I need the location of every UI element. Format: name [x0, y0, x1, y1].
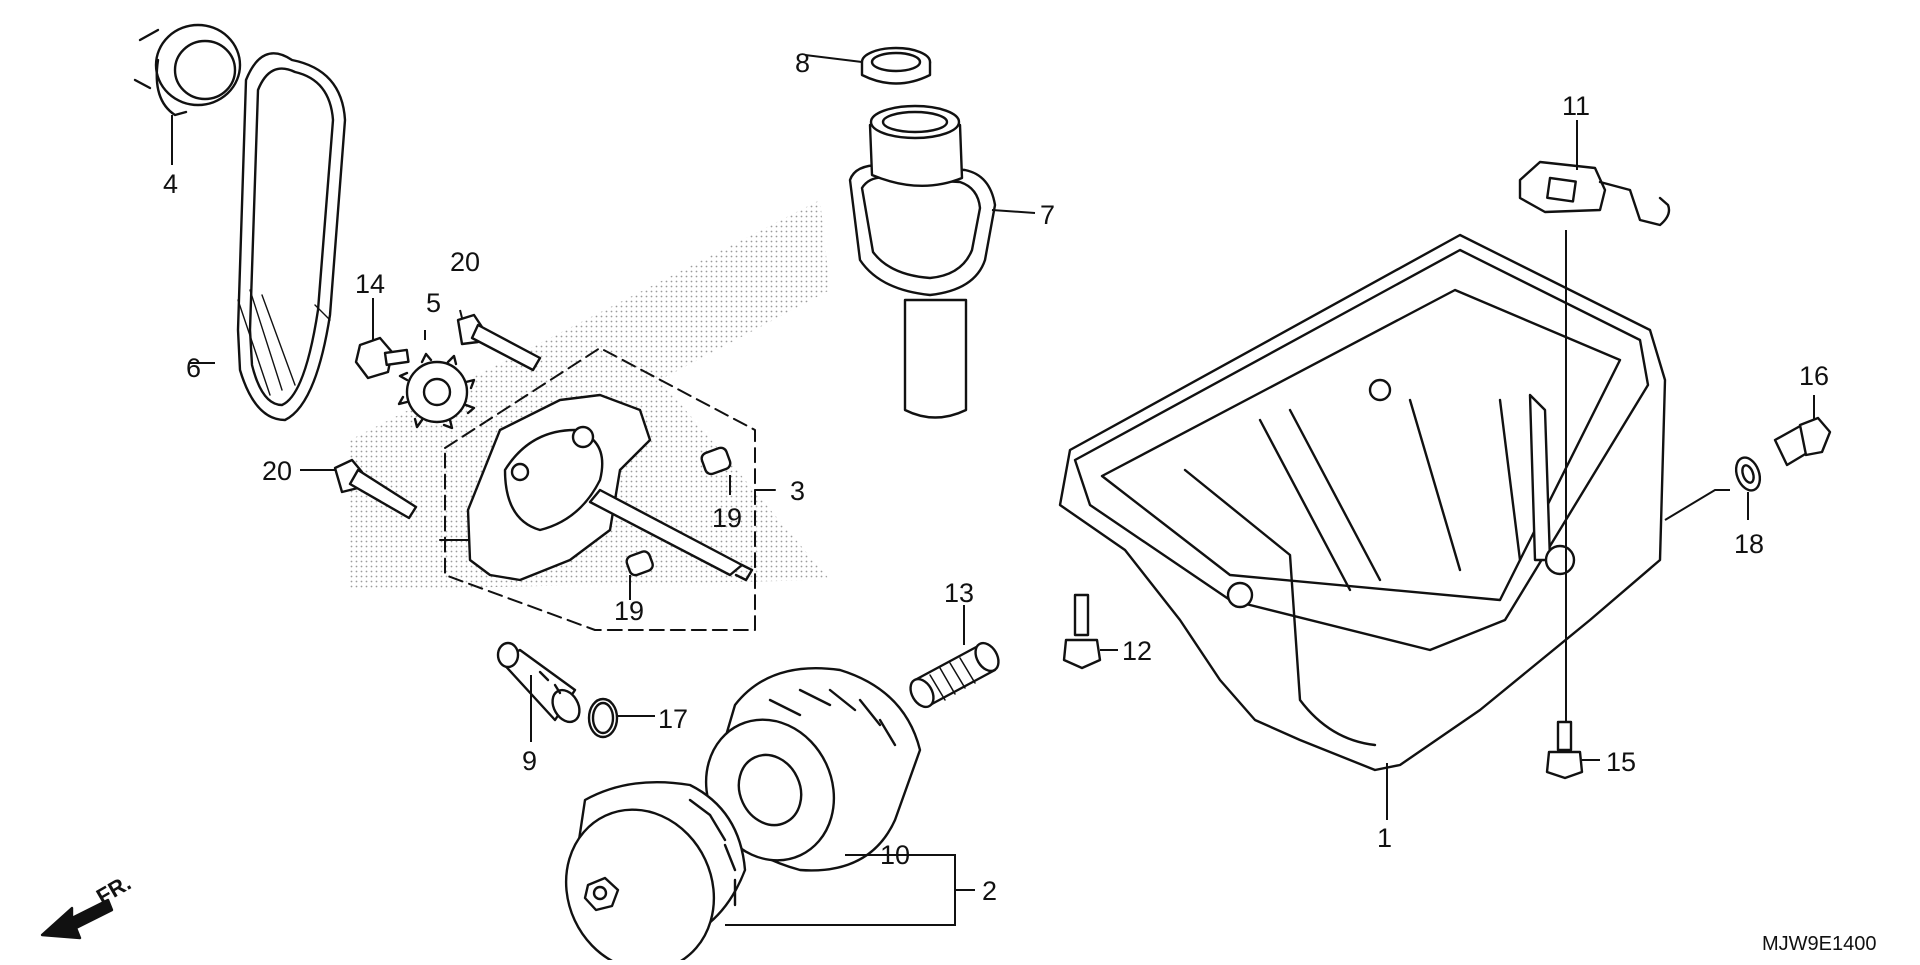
label-part-19-upper: 19: [712, 503, 742, 533]
pump-bolt-upper-icon[interactable]: [456, 313, 542, 372]
label-part-11: 11: [1562, 91, 1590, 121]
clip-bracket-icon[interactable]: [1518, 160, 1671, 227]
dowel-pin-lower-icon: [625, 550, 654, 577]
front-direction-arrow-icon: [40, 898, 114, 940]
label-part-19-lower: 19: [614, 596, 644, 626]
label-part-20-lower: 20: [262, 456, 292, 486]
label-part-8: 8: [795, 48, 810, 78]
dowel-pin-upper-icon: [700, 446, 732, 476]
o-ring-icon[interactable]: [587, 697, 619, 739]
flange-bolt-icon[interactable]: [1062, 593, 1102, 670]
label-part-4: 4: [163, 169, 178, 199]
sprocket-ring-icon[interactable]: [133, 23, 242, 117]
sprocket-bolt-icon[interactable]: [354, 336, 410, 380]
drive-chain-icon[interactable]: [236, 52, 347, 422]
label-part-6: 6: [186, 353, 201, 383]
drain-bolt-icon[interactable]: [1773, 416, 1832, 467]
label-part-15: 15: [1606, 747, 1636, 777]
label-part-12: 12: [1122, 636, 1152, 666]
pump-assembly-bracket: [439, 347, 776, 631]
label-part-18: 18: [1734, 529, 1764, 559]
label-part-13: 13: [944, 578, 974, 608]
pump-sprocket-icon[interactable]: [397, 352, 476, 430]
oil-pump-body-icon[interactable]: [466, 393, 754, 582]
strainer-seal-icon[interactable]: [860, 46, 932, 85]
label-part-17: 17: [658, 704, 688, 734]
label-part-7: 7: [1040, 200, 1055, 230]
label-part-14: 14: [355, 269, 385, 299]
label-part-5: 5: [426, 288, 441, 318]
flange-bolt-short-icon[interactable]: [1545, 720, 1584, 780]
label-part-2: 2: [982, 876, 997, 906]
sealing-washer-icon[interactable]: [1732, 454, 1764, 493]
label-part-9: 9: [522, 746, 537, 776]
filter-boss-icon[interactable]: [906, 639, 1003, 711]
leader-lines: [171, 54, 1815, 926]
diagram-code: MJW9E1400: [1762, 933, 1877, 955]
pump-bolt-lower-icon[interactable]: [333, 458, 418, 520]
label-part-16: 16: [1799, 361, 1829, 391]
shading-region: [350, 200, 830, 590]
oil-filter-assembly-icon[interactable]: [540, 780, 747, 965]
label-part-20-upper: 20: [450, 247, 480, 277]
label-part-10: 10: [880, 840, 910, 870]
oil-pan-icon[interactable]: [1058, 233, 1667, 772]
label-part-1: 1: [1377, 823, 1392, 853]
oil-strainer-icon[interactable]: [848, 104, 997, 419]
relief-valve-icon[interactable]: [496, 641, 585, 727]
label-part-3: 3: [790, 476, 805, 506]
oil-filter-cartridge-icon[interactable]: [683, 666, 922, 881]
